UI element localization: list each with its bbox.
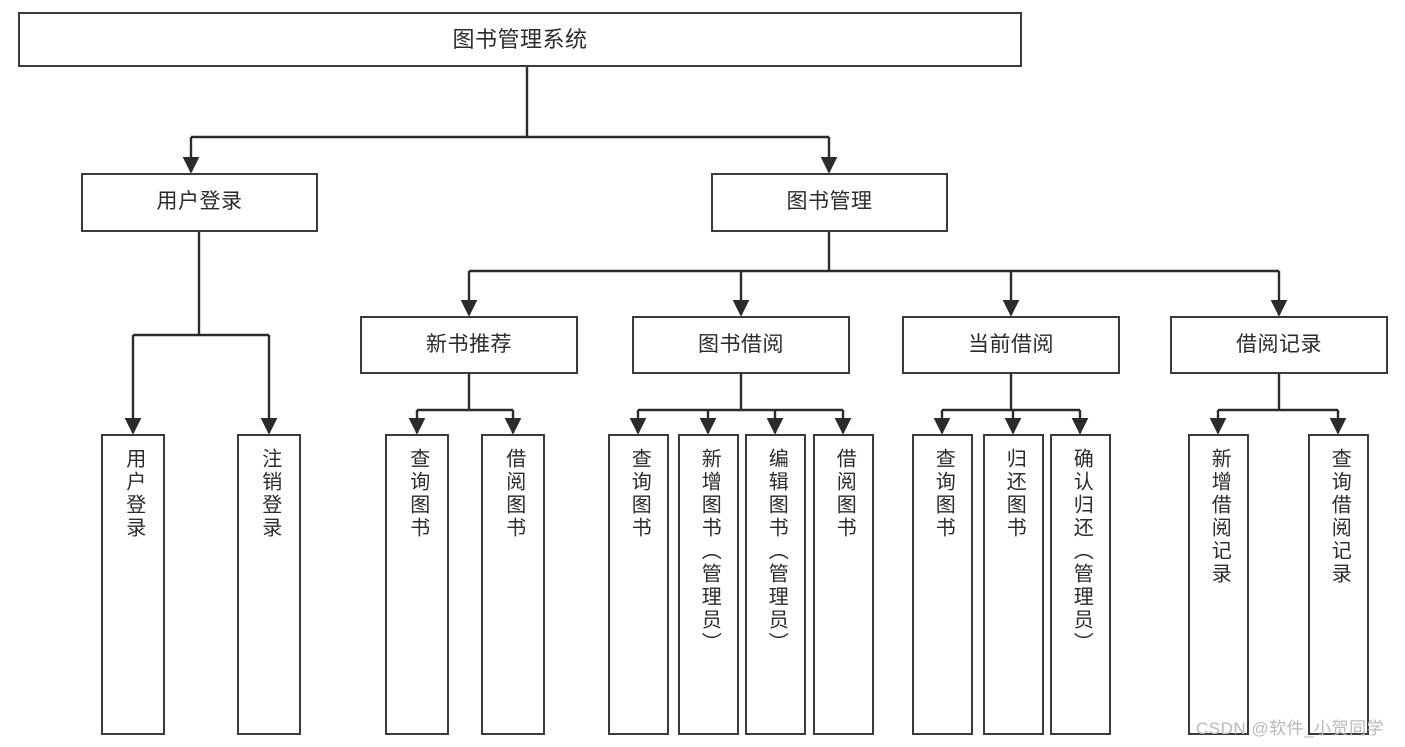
leaf-query-books-recommend[interactable]: 查询图书 (385, 434, 449, 735)
leaf-edit-book-admin[interactable]: 编辑图书（管理员） (745, 434, 806, 735)
node-label: 图书管理 (786, 190, 873, 214)
node-current-borrowing[interactable]: 当前借阅 (902, 316, 1120, 374)
node-label: 查询借阅记录 (1328, 448, 1351, 586)
node-label: 编辑图书（管理员） (765, 448, 788, 655)
node-root-book-management-system[interactable]: 图书管理系统 (18, 12, 1022, 67)
node-label: 归还图书 (1003, 448, 1026, 540)
node-borrowing-records[interactable]: 借阅记录 (1170, 316, 1388, 374)
node-label: 查询图书 (932, 448, 955, 540)
leaf-return-books[interactable]: 归还图书 (983, 434, 1044, 735)
node-label: 查询图书 (628, 448, 651, 540)
node-label: 当前借阅 (968, 332, 1054, 356)
leaf-query-books-current[interactable]: 查询图书 (912, 434, 973, 735)
leaf-user-login[interactable]: 用户登录 (101, 434, 165, 735)
node-label: 图书借阅 (698, 332, 784, 356)
node-label: 借阅图书 (833, 448, 856, 540)
node-label: 确认归还（管理员） (1070, 448, 1093, 655)
node-label: 注销登录 (258, 448, 281, 540)
leaf-borrow-books[interactable]: 借阅图书 (813, 434, 874, 735)
node-label: 新增借阅记录 (1208, 448, 1231, 586)
leaf-query-books-borrow[interactable]: 查询图书 (608, 434, 669, 735)
node-user-login[interactable]: 用户登录 (81, 173, 318, 232)
node-book-management[interactable]: 图书管理 (711, 173, 948, 232)
node-label: 图书管理系统 (452, 26, 588, 52)
leaf-borrow-books-recommend[interactable]: 借阅图书 (481, 434, 545, 735)
leaf-add-borrow-record[interactable]: 新增借阅记录 (1188, 434, 1249, 735)
leaf-query-borrow-record[interactable]: 查询借阅记录 (1308, 434, 1369, 735)
node-label: 用户登录 (122, 448, 145, 540)
watermark-csdn: CSDN @软件_小贺同学 (1196, 719, 1385, 738)
node-label: 查询图书 (406, 448, 429, 540)
node-label: 用户登录 (156, 190, 243, 214)
leaf-add-book-admin[interactable]: 新增图书（管理员） (678, 434, 739, 735)
leaf-confirm-return-admin[interactable]: 确认归还（管理员） (1050, 434, 1111, 735)
node-label: 借阅记录 (1236, 332, 1322, 356)
node-book-borrowing[interactable]: 图书借阅 (632, 316, 850, 374)
node-label: 新书推荐 (426, 332, 512, 356)
node-label: 新增图书（管理员） (698, 448, 721, 655)
node-new-book-recommendation[interactable]: 新书推荐 (360, 316, 578, 374)
leaf-logout[interactable]: 注销登录 (237, 434, 301, 735)
node-label: 借阅图书 (502, 448, 525, 540)
